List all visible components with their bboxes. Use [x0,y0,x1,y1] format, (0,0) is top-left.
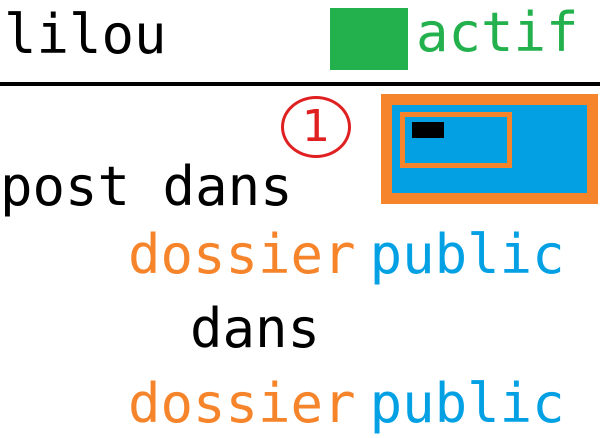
step-number-badge: 1 [281,96,351,158]
cursor-marker [412,122,444,138]
status-indicator [330,8,408,70]
in-label: dans [190,297,321,360]
folder-word: dossier [128,223,356,286]
step-number: 1 [302,101,330,152]
header-divider [0,82,600,86]
visibility-word: public [369,372,565,435]
status-label: actif [416,1,579,64]
post-in-label: post dans [0,155,293,218]
folder-word: dossier [128,372,356,435]
visibility-word: public [369,223,565,286]
username: lilou [4,3,167,66]
folder-inner-frame [400,112,512,168]
